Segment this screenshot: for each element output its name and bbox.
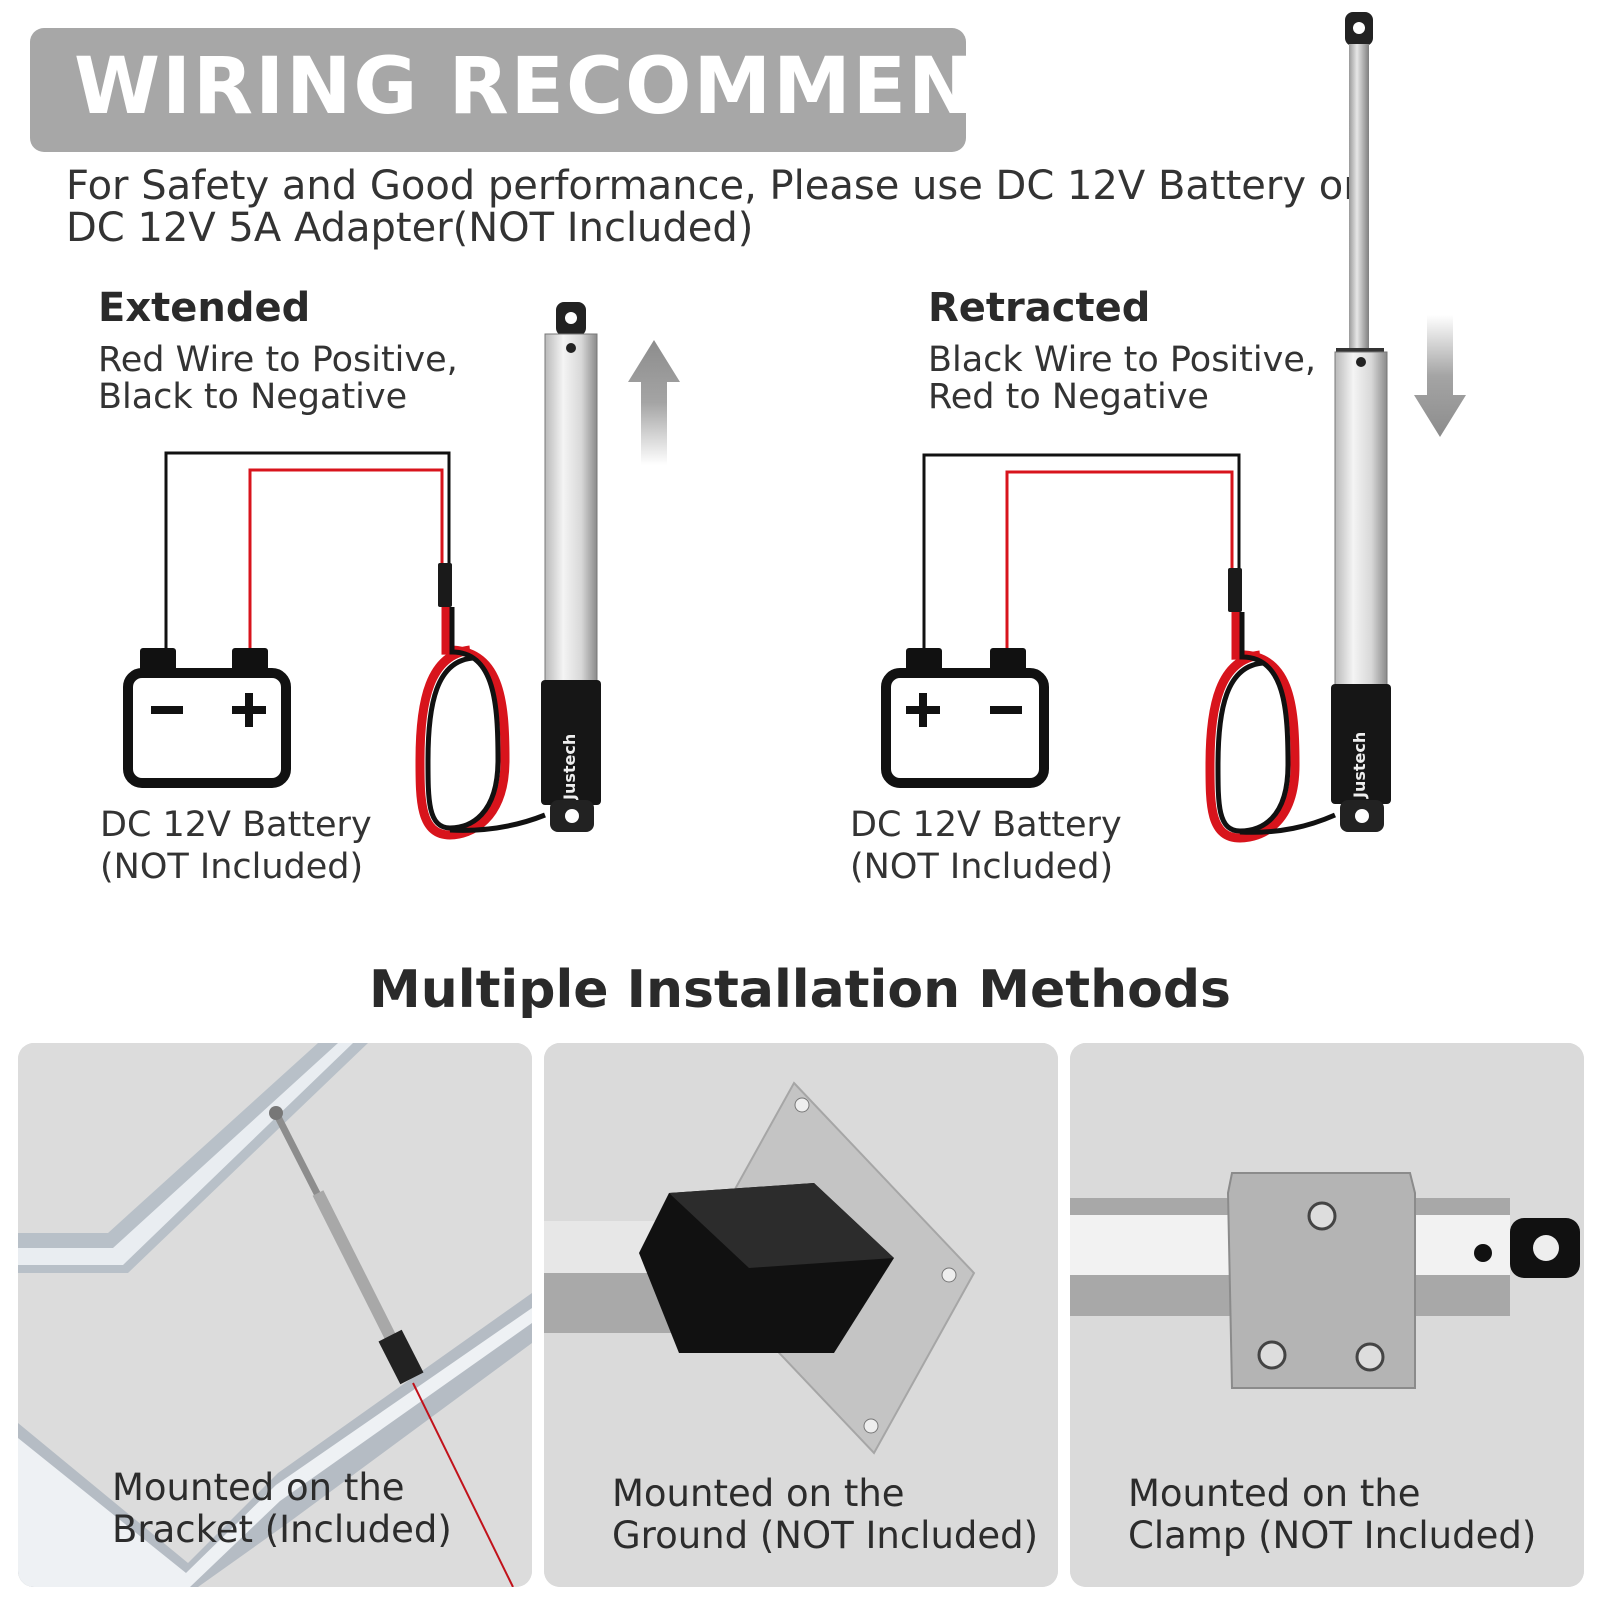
extended-title: Extended	[98, 285, 311, 331]
retracted-battery-label-1: DC 12V Battery	[850, 805, 1122, 845]
clamp-caption-line1: Mounted on the	[1128, 1472, 1421, 1515]
retracted-brand-label: Justech	[1350, 732, 1369, 799]
extended-desc-line2: Black to Negative	[98, 377, 408, 417]
extended-wiring	[164, 451, 546, 840]
retracted-title: Retracted	[928, 285, 1151, 331]
clamp-caption-line2: Clamp (NOT Included)	[1128, 1514, 1537, 1557]
extended-battery-label-1: DC 12V Battery	[100, 805, 372, 845]
subtitle: For Safety and Good performance, Please …	[66, 163, 1360, 251]
retract-direction-arrow-icon	[1414, 315, 1466, 437]
retracted-battery-icon	[881, 648, 1049, 788]
bracket-caption-line2: Bracket (Included)	[112, 1508, 452, 1551]
title-banner: WIRING RECOMMEND	[30, 28, 1040, 152]
extended-actuator: Justech	[541, 302, 601, 832]
bracket-caption-line1: Mounted on the	[112, 1466, 405, 1509]
extended-desc-line1: Red Wire to Positive,	[98, 340, 458, 380]
retracted-desc-line2: Red to Negative	[928, 377, 1209, 417]
retracted-wiring	[922, 453, 1337, 843]
extend-direction-arrow-icon	[628, 340, 680, 465]
ground-mount-illustration	[544, 1043, 1058, 1587]
method-card-clamp: Mounted on the Clamp (NOT Included)	[1070, 1043, 1584, 1587]
ground-caption-line1: Mounted on the	[612, 1472, 905, 1515]
retracted-battery-label-2: (NOT Included)	[850, 847, 1114, 887]
method-card-ground: Mounted on the Ground (NOT Included)	[544, 1043, 1058, 1587]
method-card-bracket: Mounted on the Bracket (Included)	[18, 1043, 532, 1587]
bracket-mount-illustration	[18, 1043, 532, 1587]
wiring-diagrams: Justech Justech	[123, 12, 1466, 843]
page-title: WIRING RECOMMEND	[74, 42, 1043, 132]
clamp-mount-illustration	[1070, 1043, 1584, 1587]
retracted-actuator: Justech	[1331, 12, 1391, 832]
methods-title: Multiple Installation Methods	[368, 960, 1231, 1020]
extended-battery-icon	[123, 648, 291, 788]
ground-caption-line2: Ground (NOT Included)	[612, 1514, 1039, 1557]
extended-battery-label-2: (NOT Included)	[100, 847, 364, 887]
extended-brand-label: Justech	[560, 734, 579, 801]
retracted-desc-line1: Black Wire to Positive,	[928, 340, 1316, 380]
